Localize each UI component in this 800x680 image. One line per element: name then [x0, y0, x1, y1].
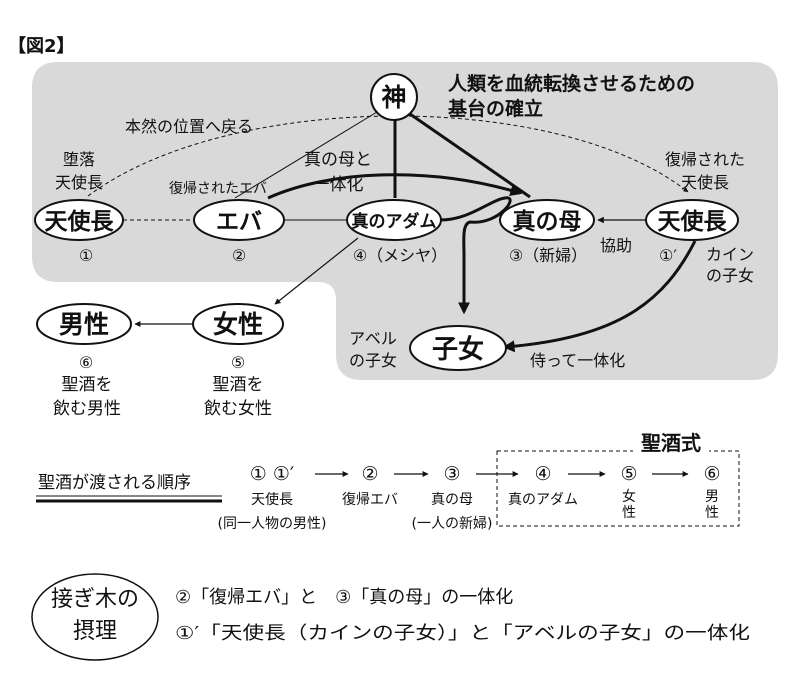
fallen-angel-line2: 天使長 — [55, 173, 103, 192]
eve-number: ② — [232, 246, 246, 265]
ceremony-dashed-box — [496, 450, 740, 527]
node-god-label: 神 — [381, 83, 406, 112]
node-eve: エバ — [193, 199, 285, 241]
principle-line2: ①′「天使長（カインの子女）」と「アベルの子女」の一体化 — [175, 623, 750, 644]
restored-eve-label: 復帰されたエバ — [169, 180, 267, 197]
ceremony-label: 聖酒式 — [641, 431, 701, 455]
serve-unity-arrow — [502, 240, 697, 353]
return-dashed-arc — [87, 115, 689, 197]
sequence-title: 聖酒が渡される順序 — [38, 473, 191, 493]
figure-label: 【図2】 — [8, 36, 75, 57]
node-male: 男性 — [36, 303, 132, 345]
step-num: ④ — [534, 463, 551, 485]
step-label-line1: 男 — [705, 489, 719, 505]
restored-angel-line2: 天使長 — [681, 173, 729, 192]
angel-right-number: ①′ — [659, 246, 677, 265]
node-angel-left: 天使長 — [34, 199, 124, 241]
cain-line2: の子女 — [706, 266, 754, 285]
female-desc-line1: 聖酒を — [213, 375, 264, 395]
adam-mother-loop — [439, 196, 512, 315]
male-desc-line1: 聖酒を — [62, 375, 113, 395]
step-label-line1: 真の母 — [431, 492, 473, 508]
step-num: ① ①′ — [250, 463, 294, 485]
step-label-line1: 復帰エバ — [342, 491, 398, 508]
step-num: ⑥ — [703, 463, 720, 485]
male-number: ⑥ — [79, 353, 93, 372]
abel-line1: アベル — [349, 329, 397, 348]
principle-line1: ②「復帰エバ」と ③「真の母」の一体化 — [175, 587, 513, 608]
node-true-adam: 真のアダム — [346, 199, 442, 241]
heading-line2: 基台の確立 — [447, 97, 543, 120]
cooperation-label: 協助 — [600, 236, 632, 255]
angel-left-number: ① — [79, 246, 93, 265]
mother-number: ③（新婦） — [509, 246, 587, 265]
eve-to-mother-arrow — [267, 173, 523, 200]
node-god: 神 — [370, 73, 418, 121]
node-son-daughter-label: 子女 — [432, 334, 484, 365]
principle-badge-line1: 接ぎ木の — [51, 587, 139, 612]
node-female-label: 女性 — [213, 310, 263, 339]
male-desc-line2: 飲む男性 — [53, 399, 121, 419]
node-angel-right: 天使長 — [645, 199, 739, 241]
step-num: ⑤ — [620, 463, 637, 485]
step-label-line2: 性 — [622, 505, 636, 521]
female-desc-line2: 飲む女性 — [204, 399, 272, 419]
god-to-mother-line — [409, 112, 531, 199]
heading-line1: 人類を血統転換させるための — [448, 72, 695, 95]
node-true-adam-label: 真のアダム — [352, 211, 437, 232]
principle-badge: 接ぎ木の 摂理 — [31, 573, 159, 661]
adam-to-female-arrow — [274, 237, 359, 305]
cain-line1: カイン — [706, 245, 754, 264]
principle-badge-line2: 摂理 — [73, 619, 117, 644]
node-eve-label: エバ — [216, 209, 262, 235]
unity-mother-line2: 一体化 — [313, 175, 364, 195]
step-label-line2: 性 — [705, 505, 719, 521]
node-female: 女性 — [192, 303, 284, 345]
step-label-line1: 天使長 — [251, 491, 293, 508]
step-label-line2: (一人の新婦) — [412, 515, 493, 532]
serve-unity-label: 侍って一体化 — [530, 351, 625, 370]
node-angel-right-label: 天使長 — [658, 209, 728, 235]
node-son-daughter: 子女 — [409, 325, 507, 371]
adam-number: ④（メシヤ） — [353, 246, 447, 265]
step-num: ② — [361, 463, 378, 485]
step-label-line2: (同一人物の男性) — [218, 516, 327, 532]
unity-mother-line1: 真の母と — [304, 150, 372, 170]
step-label-line1: 真のアダム — [508, 492, 578, 508]
step-num: ③ — [443, 463, 460, 485]
node-angel-left-label: 天使長 — [45, 209, 115, 235]
sequence-steps: ① ①′ 天使長 (同一人物の男性) ② 復帰エバ ③ 真の母 (一人の新婦) … — [218, 463, 721, 532]
return-label: 本然の位置へ戻る — [125, 117, 253, 136]
abel-line2: の子女 — [349, 351, 397, 370]
step-label-line1: 女 — [622, 488, 636, 505]
god-to-eve-line — [234, 111, 378, 199]
female-number: ⑤ — [231, 353, 245, 372]
ceremony-label-bg — [633, 430, 709, 456]
node-true-mother: 真の母 — [499, 199, 595, 241]
restored-angel-line1: 復帰された — [665, 150, 745, 169]
fallen-angel-line1: 堕落 — [63, 150, 95, 169]
node-male-label: 男性 — [59, 310, 109, 339]
node-true-mother-label: 真の母 — [513, 208, 582, 235]
